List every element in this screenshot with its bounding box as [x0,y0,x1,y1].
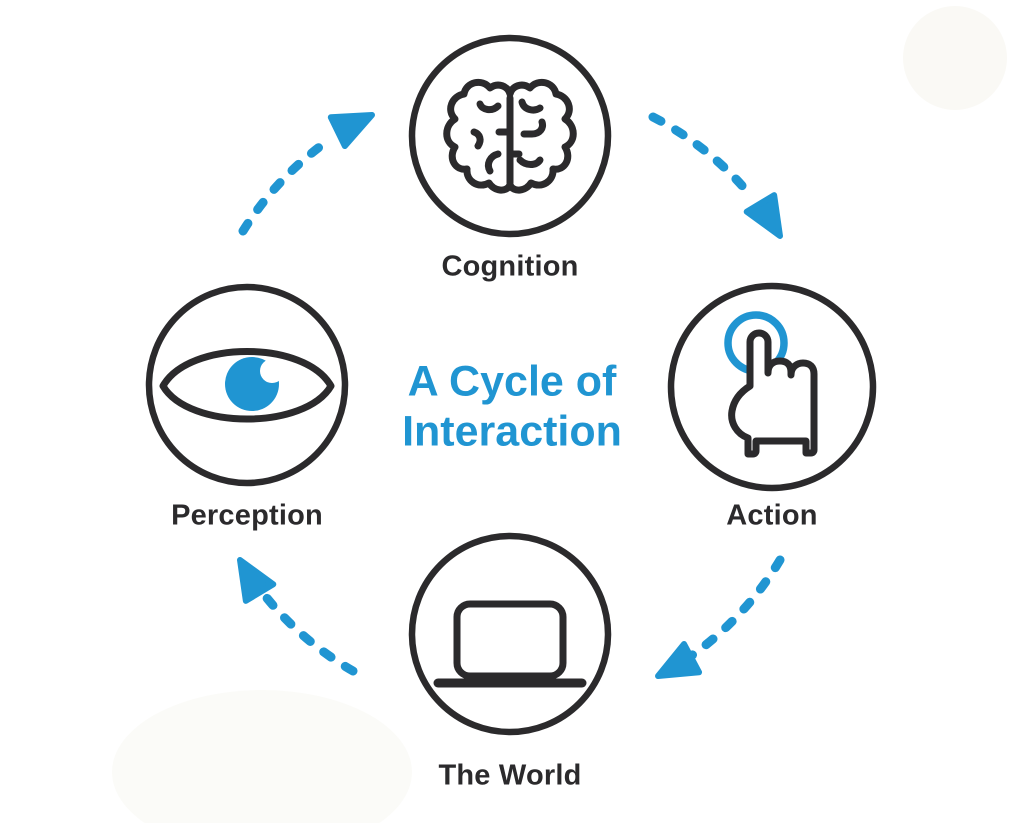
arrow-cognition-to-action [648,112,756,201]
node-world-circle [408,532,612,736]
pointing-hand [728,329,818,458]
action-label: Action [726,499,818,532]
eye-icon [159,348,335,423]
arrowhead-to-world [655,641,703,679]
diagram-title-line1: A Cycle of [407,357,617,406]
tap-hand-icon [724,311,818,458]
background-blob-top-right [903,6,1007,110]
arrow-perception-to-cognition [238,135,334,236]
arrowhead-to-cognition [327,112,375,150]
background-blob-bottom-left [112,690,412,823]
arrowhead-to-perception [237,557,277,604]
laptop-icon [433,600,587,688]
brain-icon [443,78,577,194]
world-label: The World [438,759,582,792]
eye-outline [159,348,335,423]
laptop-screen [453,600,567,680]
perception-label: Perception [171,499,323,532]
diagram-title-line2: Interaction [402,408,622,456]
eye-pupil-highlight [260,359,284,383]
arrowhead-to-action [743,192,783,239]
diagram-title: A Cycle of Interaction [402,357,622,458]
cognition-label: Cognition [441,250,579,283]
arrow-world-to-perception [257,587,358,676]
arrow-action-to-world [686,555,785,661]
